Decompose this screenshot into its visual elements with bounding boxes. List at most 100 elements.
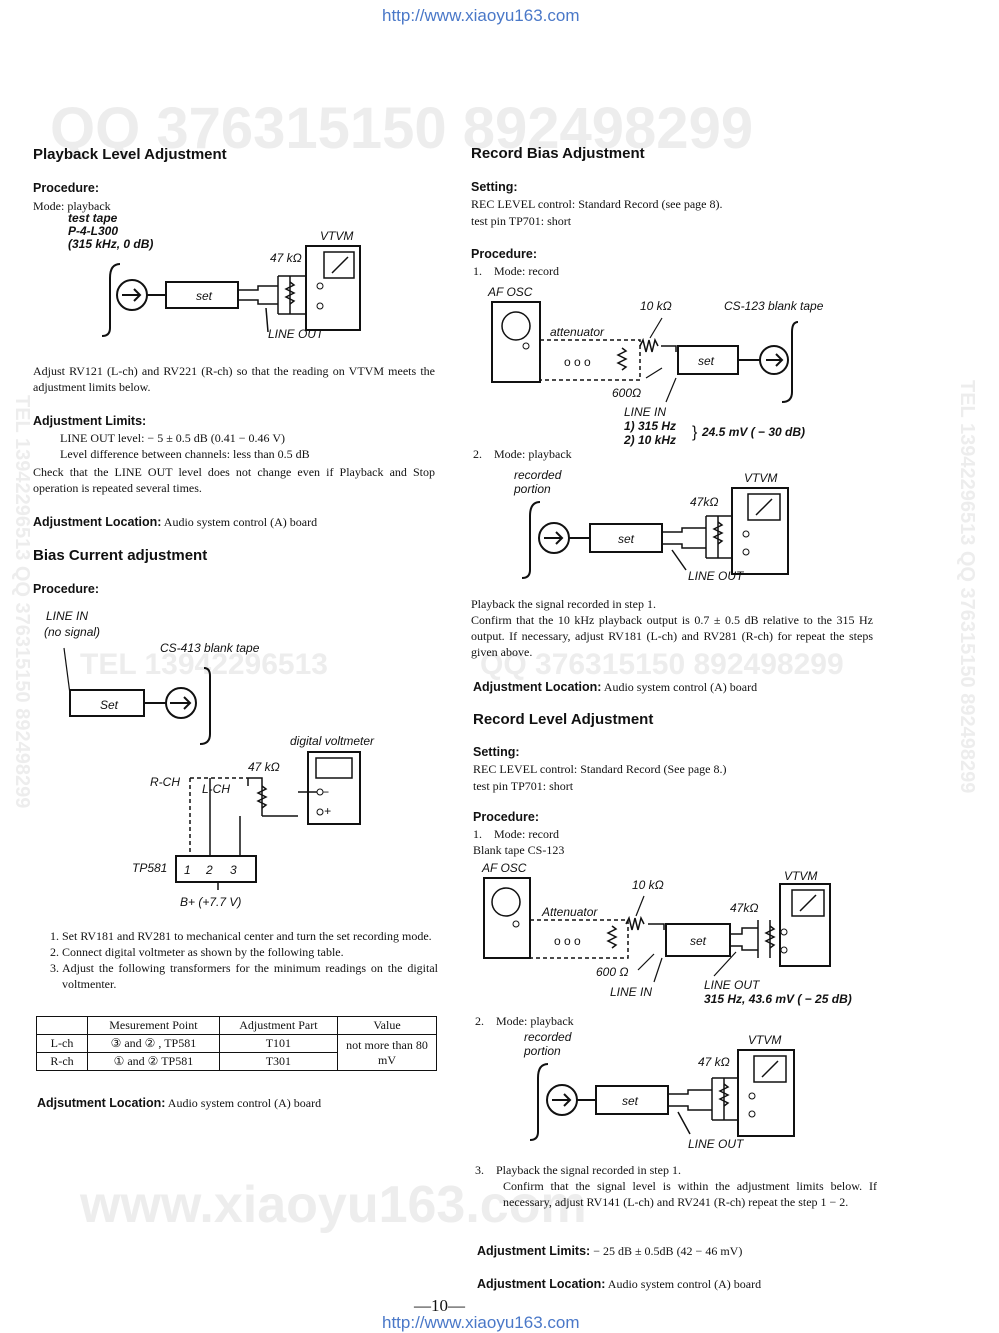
record-level-diagram-1: AF OSC 10 kΩ VTVM Attenuator o o o set 4…: [481, 861, 852, 1006]
record-level-step-3b: Confirm that the signal level is within …: [503, 1179, 877, 1209]
location-value: Audio system control (A) board: [161, 515, 318, 529]
set-box: [677, 345, 739, 375]
playback-location: Adjustment Location: Audio system contro…: [33, 514, 317, 530]
resistor-label: 47 kΩ: [698, 1055, 730, 1069]
record-level-setting-2: test pin TP701: short: [473, 779, 574, 793]
table-cell: T301: [218, 1052, 339, 1071]
page-number: —10—: [414, 1296, 465, 1315]
portion-label: portion: [523, 1044, 561, 1058]
location-label: Adjustment Location:: [33, 515, 162, 529]
watermark-mid-right: QQ 376315150 892498299: [480, 648, 844, 681]
line-out-label: LINE OUT: [268, 327, 325, 341]
r10k-label: 10 kΩ: [632, 878, 664, 892]
record-bias-diagram-1: AF OSC 10 kΩ CS-123 blank tape attenuato…: [487, 285, 824, 447]
location-label: Adjustment Location:: [477, 1277, 606, 1291]
record-level-setting-1: REC LEVEL control: Standard Record (See …: [473, 762, 727, 776]
record-bias-location: Adjustment Location: Audio system contro…: [473, 679, 757, 695]
record-bias-body-2: Confirm that the 10 kHz playback output …: [471, 613, 873, 659]
bias-step-2: Connect digital voltmeter as shown by th…: [62, 944, 438, 960]
set-label: Set: [100, 698, 119, 712]
bias-location: Adjsutment Location: Audio system contro…: [37, 1095, 321, 1111]
table-cell: R-ch: [36, 1052, 88, 1071]
header-url-link[interactable]: http://www.xiaoyu163.com: [382, 6, 580, 25]
record-level-step-2: 2. Mode: playback: [475, 1014, 574, 1028]
record-bias-setting-2: test pin TP701: short: [471, 214, 572, 228]
bias-current-title: Bias Current adjustment: [33, 547, 208, 564]
recorded-label: recorded: [514, 468, 562, 482]
recorded-label: recorded: [524, 1030, 572, 1044]
table-cell: T101: [218, 1034, 339, 1053]
location-label: Adjsutment Location:: [37, 1096, 166, 1110]
resistor-label: 47 kΩ: [270, 251, 302, 265]
r600-label: 600 Ω: [596, 965, 628, 979]
record-level-title: Record Level Adjustment: [473, 711, 654, 728]
limits-label: Adjustment Limits:: [477, 1244, 591, 1258]
record-level-step-3a: 3. Playback the signal recorded in step …: [475, 1163, 681, 1177]
r10k-label: 10 kΩ: [640, 299, 672, 313]
line-in-label: LINE IN: [624, 405, 666, 419]
line-in-label: LINE IN: [46, 609, 88, 623]
resistor-label: 47 kΩ: [248, 760, 280, 774]
line-out-label: LINE OUT: [704, 978, 761, 992]
meter-needle-icon: [755, 498, 773, 516]
playback-procedure-label: Procedure:: [33, 181, 99, 195]
pin-3: 3: [230, 863, 237, 877]
resistor-47k-icon: [764, 925, 776, 949]
resistor-icon: [712, 521, 724, 545]
meter-needle-icon: [761, 1060, 779, 1078]
bplus-label: B+ (+7.7 V): [180, 895, 241, 909]
line-in-label: LINE IN: [610, 985, 652, 999]
bias-current-diagram: LINE IN (no signal) CS-413 blank tape Se…: [44, 609, 375, 909]
watermark-top: QQ 376315150 892498299: [50, 96, 754, 161]
dial-icon: [491, 887, 521, 917]
bias-step-3: Adjust the following transformers for th…: [62, 960, 438, 992]
header-adjustment-part: Adjustment Part: [218, 1016, 339, 1035]
attenuator-box: [529, 919, 629, 959]
playback-limit-2: Level difference between channels: less …: [60, 447, 310, 461]
bias-step-1: Set RV181 and RV281 to mechanical center…: [62, 928, 438, 944]
table-cell: ① and ② TP581: [87, 1052, 220, 1071]
header-channel: [36, 1016, 88, 1035]
tape-head-icon: [165, 687, 197, 719]
af-osc-label: AF OSC: [487, 285, 533, 299]
location-value: Audio system control (A) board: [605, 1277, 762, 1291]
digital-voltmeter-label: digital voltmeter: [290, 734, 375, 748]
table-cell: L-ch: [36, 1034, 88, 1053]
record-bias-diagram-2: recorded portion VTVM 47kΩ set LINE OUT: [513, 468, 789, 583]
minus-label: −: [322, 785, 329, 799]
record-level-limits: Adjustment Limits: − 25 dB ± 0.5dB (42 −…: [477, 1243, 742, 1259]
set-label: set: [622, 1094, 639, 1108]
vtvm-label: VTVM: [748, 1033, 781, 1047]
svg-text:}: }: [692, 424, 698, 441]
playback-body: Adjust RV121 (L-ch) and RV221 (R-ch) so …: [33, 364, 435, 394]
af-osc-box: [483, 877, 531, 959]
record-bias-step-2: 2. Mode: playback: [473, 447, 572, 461]
af-osc-label: AF OSC: [481, 861, 527, 875]
table-cell-value: not more than 80 mV: [337, 1034, 437, 1071]
header-measurement-point: Mesurement Point: [87, 1016, 220, 1035]
playback-check: Check that the LINE OUT level does not c…: [33, 465, 435, 495]
resistor-label: 47kΩ: [690, 495, 718, 509]
table-row: L-ch ③ and ② , TP581 T101 not more than …: [36, 1034, 437, 1071]
level-label: 24.5 mV ( − 30 dB): [701, 425, 805, 439]
record-level-blank-tape: Blank tape CS-123: [473, 843, 565, 857]
vtvm-label: VTVM: [784, 869, 817, 883]
resistor-10k-icon: [639, 337, 659, 353]
tape-label: test tape: [68, 211, 118, 225]
playback-limits-label: Adjustment Limits:: [33, 414, 147, 428]
af-osc-box: [491, 301, 541, 383]
spec-label: 315 Hz, 43.6 mV ( − 25 dB): [704, 992, 852, 1006]
watermark-side-right: TEL 13942296513 QQ 376315150 892498299: [956, 380, 978, 794]
portion-label: portion: [513, 482, 551, 496]
header-value: Value: [337, 1016, 437, 1035]
footer-url-link[interactable]: http://www.xiaoyu163.com: [382, 1313, 580, 1332]
pin-2: 2: [205, 863, 213, 877]
playback-level-diagram: VTVM 47 kΩ set LINE OUT: [101, 229, 361, 341]
tape-label: CS-413 blank tape: [160, 641, 260, 655]
dial-icon: [501, 311, 531, 341]
watermark-mid-left: TEL 13942296513: [80, 648, 328, 681]
watermark-side-left: TEL 13942296513 QQ 376315150 892498299: [11, 395, 33, 809]
tape-spec: (315 kHz, 0 dB): [68, 237, 154, 251]
attenuator-label: attenuator: [550, 325, 605, 339]
resistor-icon: [256, 785, 268, 809]
